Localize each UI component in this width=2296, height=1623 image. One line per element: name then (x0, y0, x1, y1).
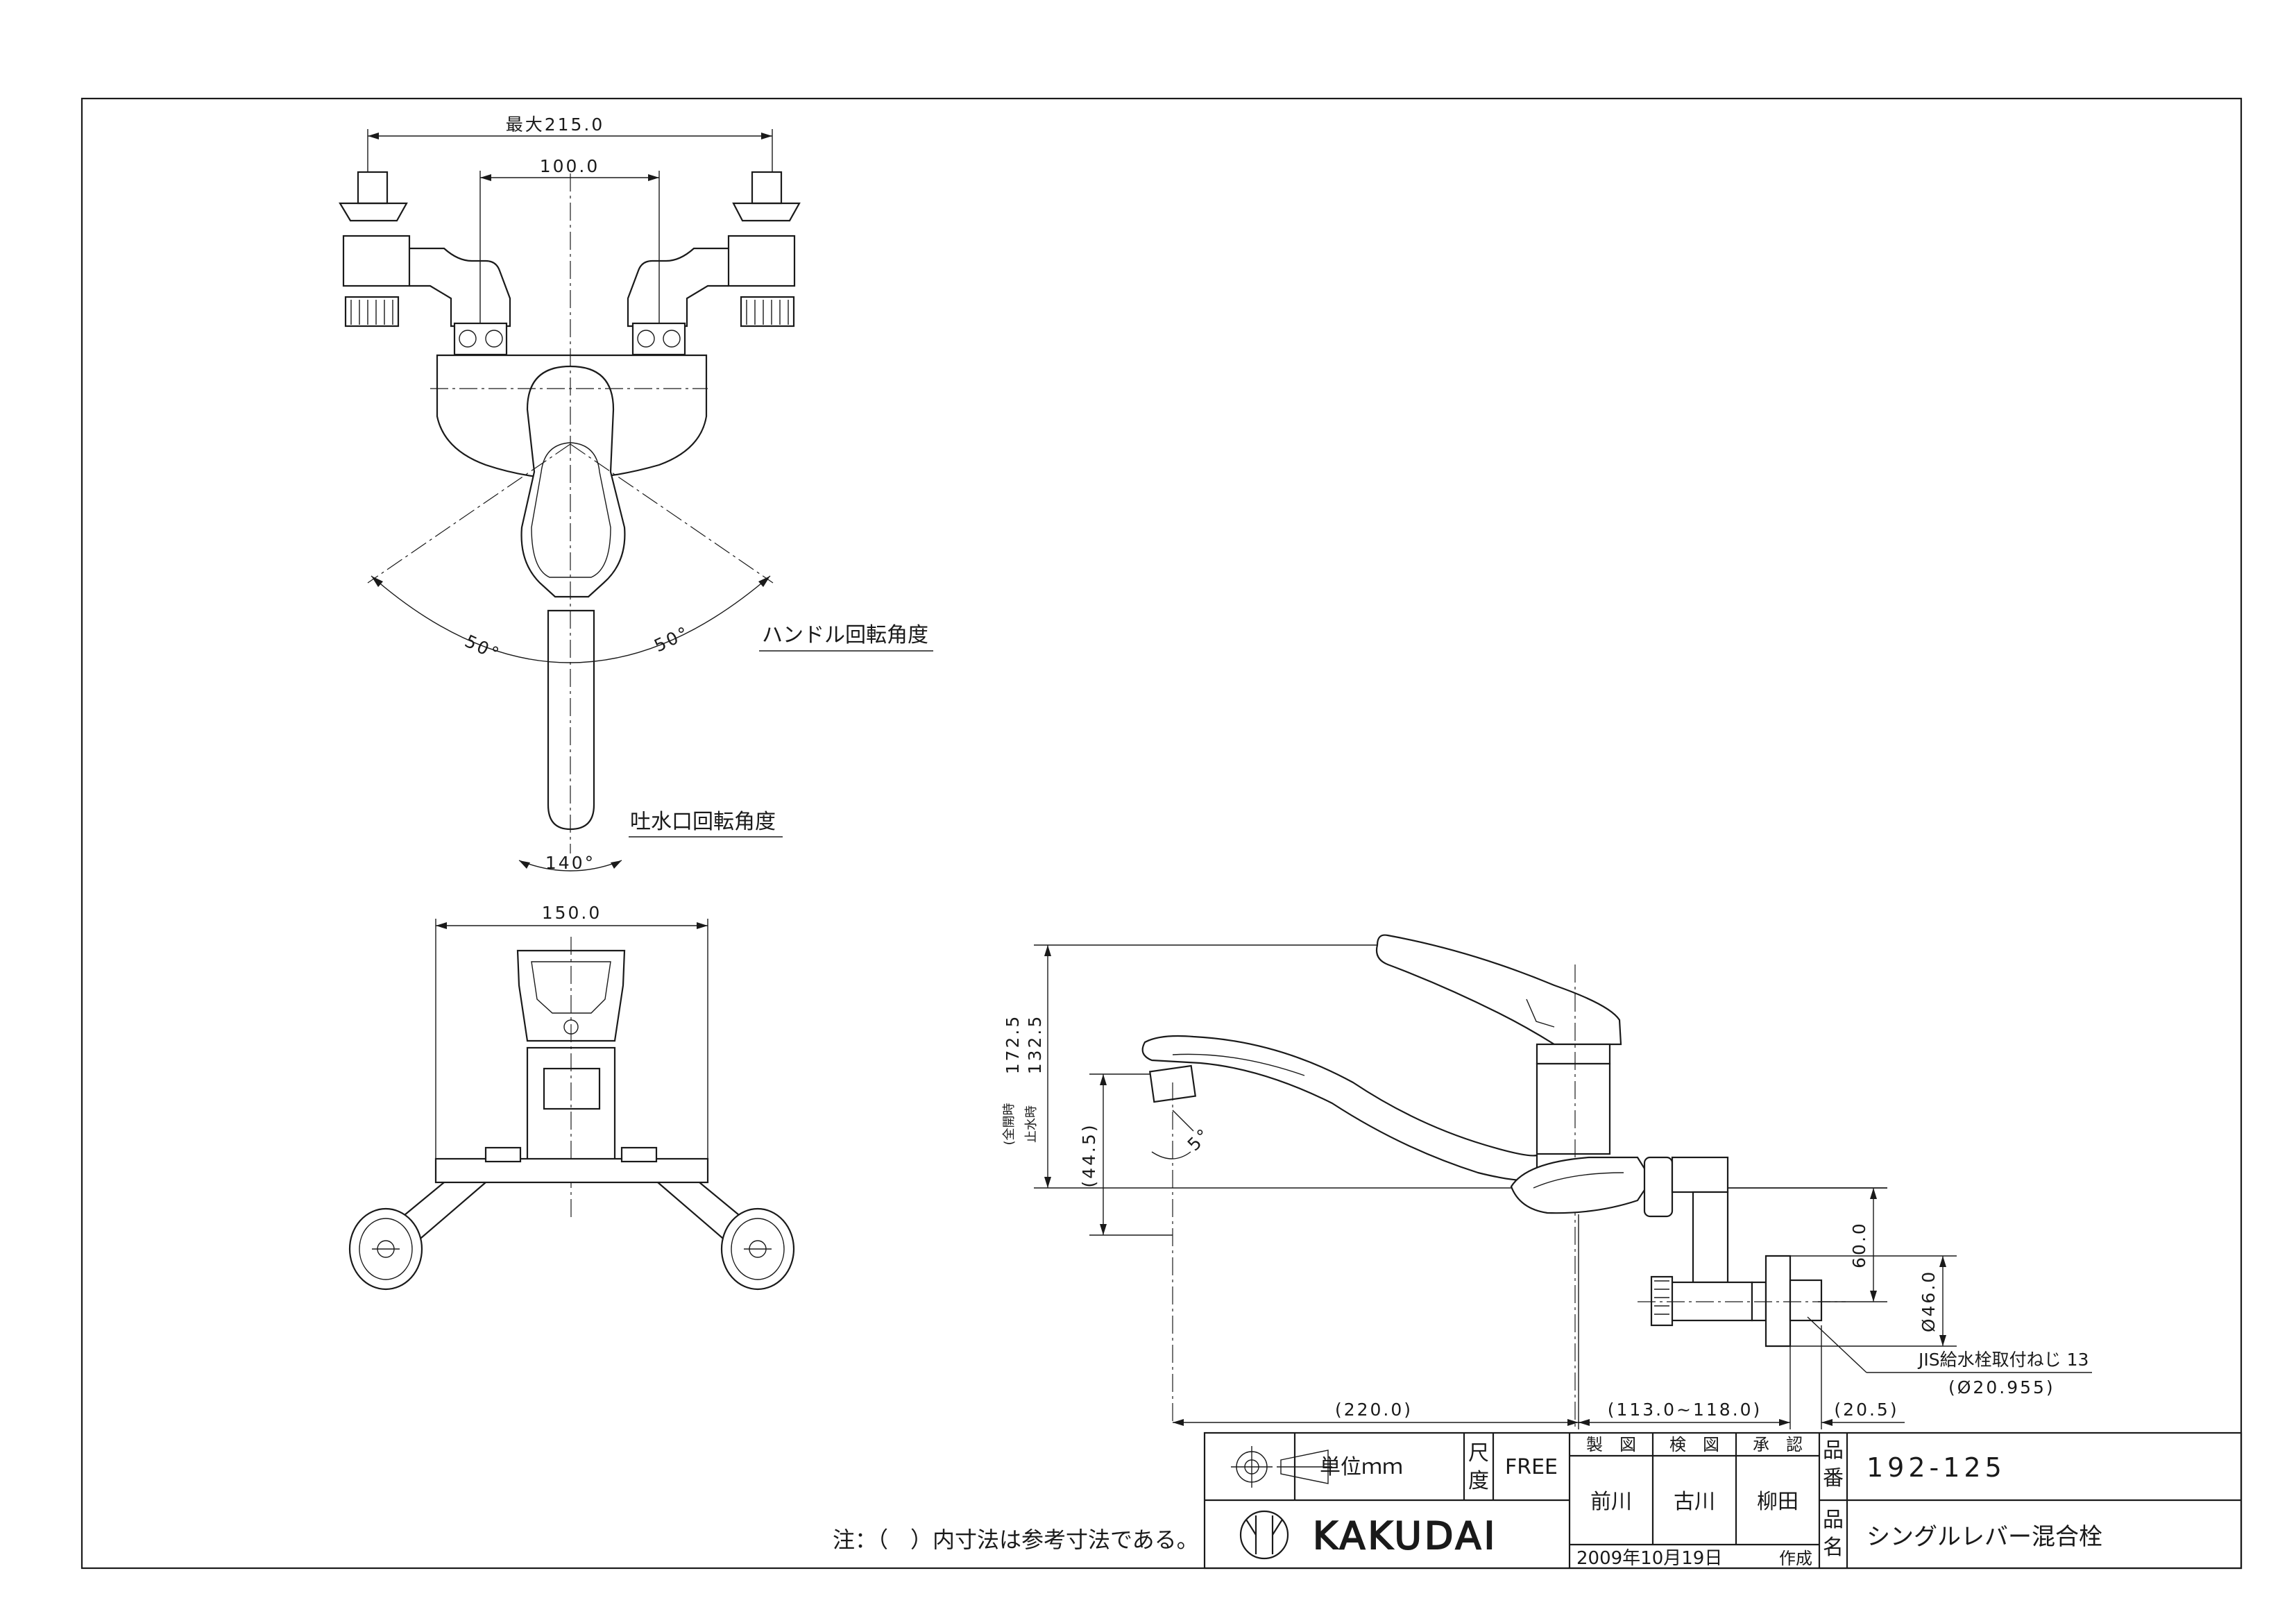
dim-max-width: 最大215.0 (506, 114, 605, 135)
tb-part-no-label-1: 品 (1823, 1438, 1844, 1463)
dim-body-width: 150.0 (542, 903, 602, 923)
tb-part-name-label-2: 名 (1823, 1536, 1844, 1560)
tb-drawn-label: 製 図 (1586, 1435, 1636, 1454)
front-view: 150.0 (348, 903, 795, 1291)
tb-part-no: 192-125 (1866, 1452, 2006, 1483)
tb-drawn-by: 前川 (1590, 1490, 1632, 1514)
tb-scale-label-2: 度 (1468, 1469, 1489, 1493)
dim-inlet-flange-dia: Ø46.0 (1919, 1270, 1939, 1332)
label-closed: 止水時 (1024, 1105, 1039, 1143)
tb-part-no-label-2: 番 (1823, 1466, 1844, 1490)
tb-checked-by: 古川 (1674, 1490, 1715, 1514)
dim-handle-angle-right: 50° (651, 622, 693, 656)
dim-inlet-offset: (20.5) (1834, 1400, 1898, 1420)
dim-spout-angle: 140° (545, 853, 595, 873)
dim-center-distance: 100.0 (540, 156, 600, 176)
top-view: 最大215.0 100.0 (339, 114, 933, 873)
dim-handle-angle-left: 50° (461, 631, 504, 665)
callout-jis-thread: JIS給水栓取付ねじ 13 (1917, 1350, 2089, 1370)
callout-jis-thread-dia: (Ø20.955) (1948, 1377, 2055, 1397)
tb-approved-label: 承 認 (1753, 1435, 1803, 1454)
tb-approved-by: 柳田 (1757, 1490, 1798, 1514)
drawing-frame (80, 97, 2243, 1570)
dim-spout-reach: (220.0) (1335, 1400, 1413, 1420)
title-block: 単位ｍｍ 尺 度 FREE 製 図 検 図 承 認 前川 古川 柳田 2009年… (1203, 1431, 2243, 1570)
kakudai-logo-icon: KAKUDAI (1239, 1510, 1497, 1560)
dim-aerator-tilt: 5° (1184, 1123, 1215, 1155)
callout-spout-rotation: 吐水口回転角度 (630, 810, 776, 834)
company-name: KAKUDAI (1313, 1514, 1497, 1558)
dim-height-full-open: 172.5 (1003, 1014, 1023, 1075)
projection-symbol-icon (1231, 1446, 1332, 1488)
tb-part-name: シングルレバー混合栓 (1866, 1523, 2102, 1551)
tb-part-name-label-1: 品 (1823, 1508, 1844, 1532)
note: 注：（ ）内寸法は参考寸法である。 (833, 1527, 1199, 1553)
tb-unit: 単位ｍｍ (1320, 1455, 1403, 1479)
tb-scale-label-1: 尺 (1468, 1441, 1489, 1465)
tb-checked-label: 検 図 (1669, 1435, 1719, 1454)
tb-created-label: 作成 (1779, 1549, 1812, 1568)
tb-date: 2009年10月19日 (1576, 1548, 1722, 1569)
label-full-open: (全開時 (1002, 1103, 1017, 1145)
dim-offset-range: (113.0~118.0) (1608, 1400, 1762, 1420)
side-view: 172.5 132.5 (全開時 止水時 (44.5) 5° (1002, 934, 2092, 1429)
callout-handle-rotation: ハンドル回転角度 (762, 623, 928, 647)
dim-height-to-inlet: 60.0 (1849, 1221, 1869, 1268)
dim-height-closed: 132.5 (1025, 1014, 1045, 1075)
dim-aerator-height: (44.5) (1079, 1123, 1099, 1187)
tb-scale-value: FREE (1505, 1455, 1558, 1479)
